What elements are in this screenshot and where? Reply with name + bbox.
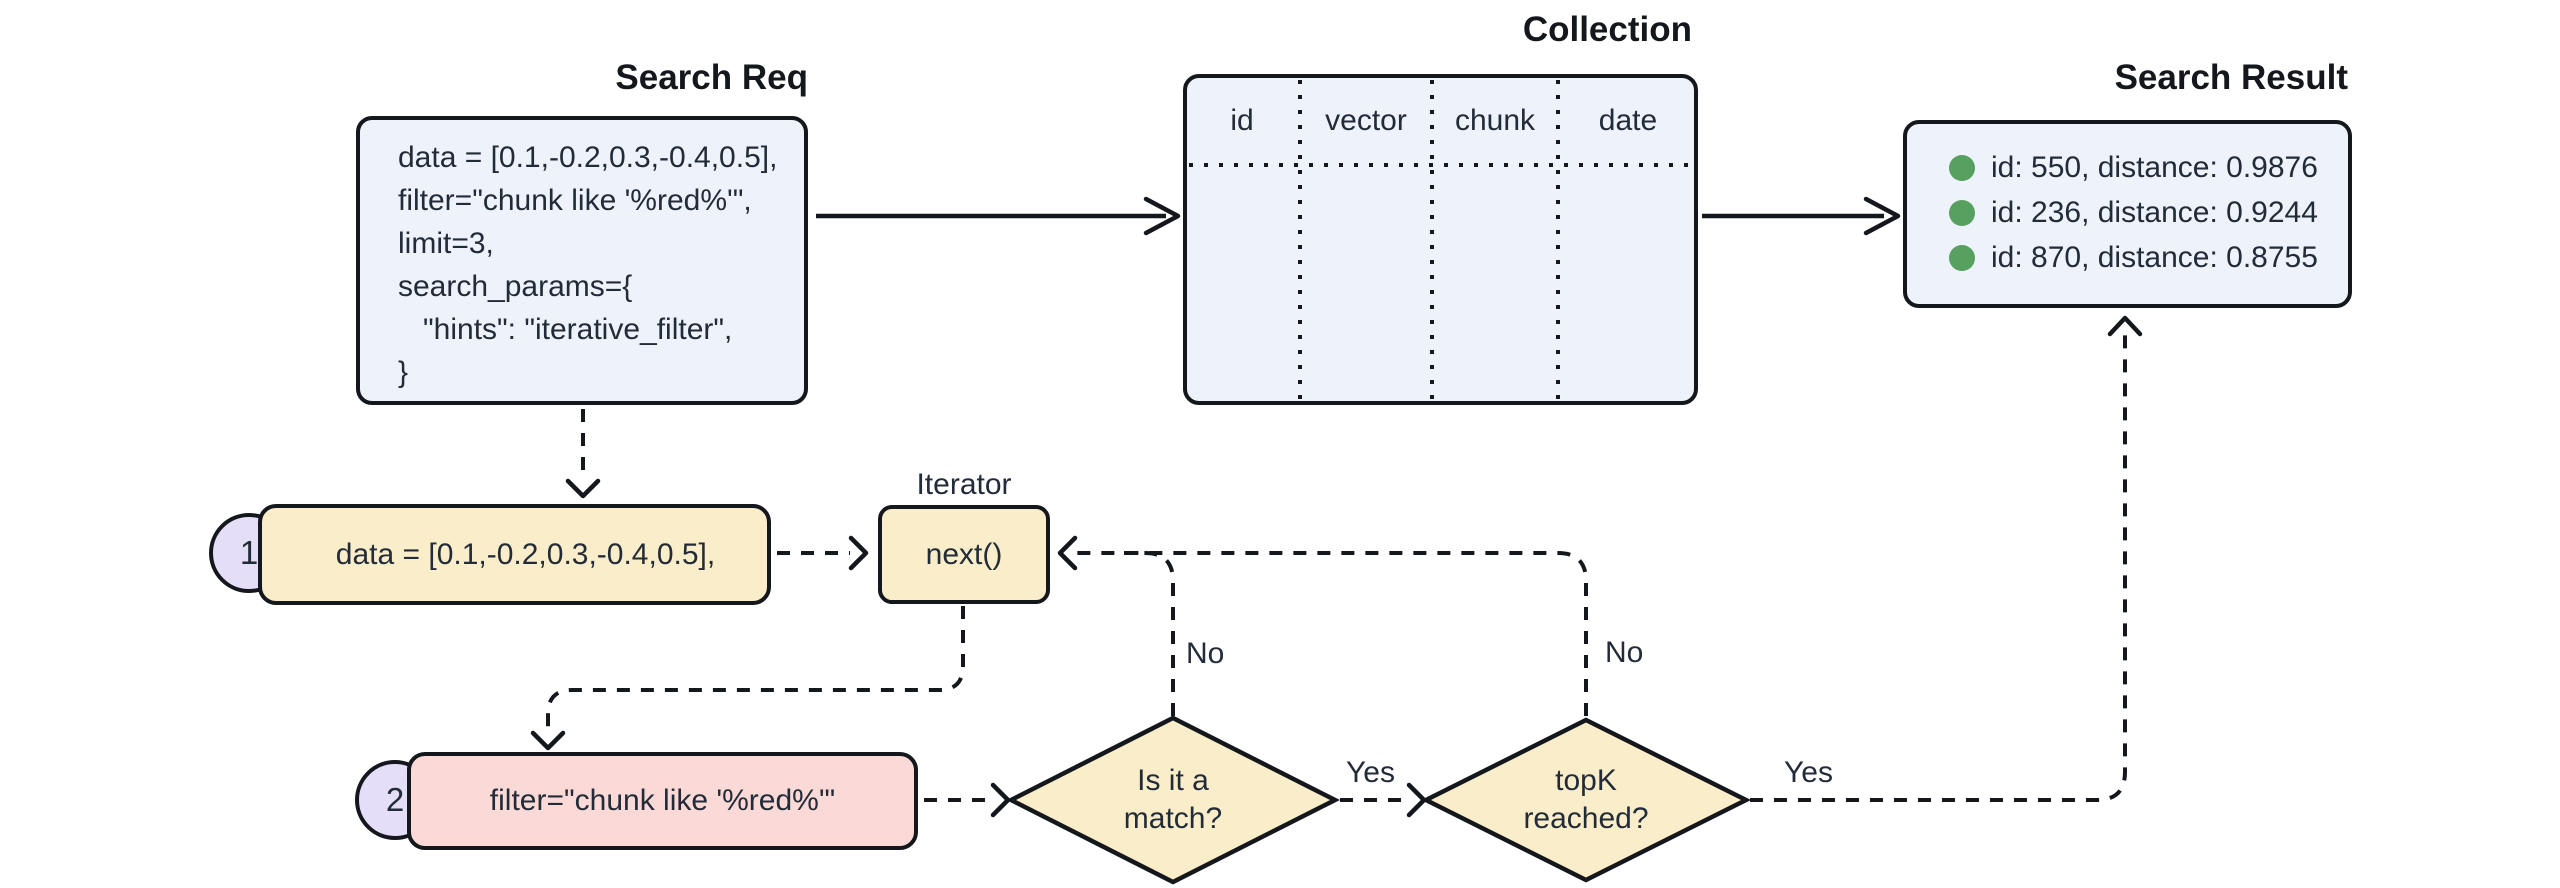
step1-text: data = [0.1,-0.2,0.3,-0.4,0.5], — [335, 537, 716, 571]
step2-badge-number: 2 — [385, 781, 405, 818]
arrowhead-step1 — [565, 478, 601, 499]
result-row: id: 236, distance: 0.9244 — [1907, 190, 2348, 235]
arrowhead-next-left — [848, 535, 869, 571]
collection-column-id: id — [1230, 104, 1254, 137]
diamond-is-it-a-match — [1006, 715, 1340, 885]
search-result-title: Search Result — [2114, 58, 2348, 97]
collection-column-date: date — [1598, 104, 1658, 137]
step2-text: filter="chunk like '%red%'" — [489, 784, 836, 817]
diamond-topk-reached — [1420, 717, 1752, 883]
collection-box — [1183, 74, 1698, 405]
result-row: id: 550, distance: 0.9876 — [1907, 145, 2348, 190]
result-text: id: 236, distance: 0.9244 — [1991, 195, 2318, 229]
topk-line1: topK — [1555, 764, 1617, 797]
no-label-2: No — [1605, 636, 1644, 669]
match-line1: Is it a — [1137, 764, 1209, 797]
result-row: id: 870, distance: 0.8755 — [1907, 235, 2348, 280]
green-bullet-icon — [1949, 154, 1975, 181]
step2-box: filter="chunk like '%red%'" — [407, 752, 918, 850]
green-bullet-icon — [1949, 199, 1975, 226]
arrowhead-collection — [1143, 196, 1181, 236]
result-text: id: 550, distance: 0.9876 — [1991, 150, 2318, 184]
green-bullet-icon — [1949, 244, 1975, 271]
search-req-title: Search Req — [615, 58, 808, 97]
code-line: } — [398, 356, 409, 389]
search-result-list: id: 550, distance: 0.9876 id: 236, dista… — [1907, 124, 2348, 280]
code-line: "hints": "iterative_filter", — [398, 313, 733, 346]
edge-topk-searchresult-yes — [1750, 334, 2127, 802]
arrowhead-searchresult-bottom — [2107, 315, 2143, 337]
edge-topk-next-no — [1074, 551, 1588, 716]
topk-diamond-label: topK reached? — [1486, 762, 1686, 838]
no-label-1: No — [1186, 637, 1225, 670]
match-line2: match? — [1123, 802, 1223, 835]
next-text: next() — [925, 537, 1003, 571]
collection-title: Collection — [1522, 10, 1692, 49]
step1-box: data = [0.1,-0.2,0.3,-0.4,0.5], — [258, 504, 771, 605]
next-box: next() — [878, 505, 1050, 604]
edge-match-no — [1124, 551, 1175, 716]
arrowhead-step2 — [530, 730, 566, 751]
search-req-code: data = [0.1,-0.2,0.3,-0.4,0.5], filter="… — [360, 120, 804, 394]
iterator-label: Iterator — [916, 468, 1012, 501]
collection-column-chunk: chunk — [1454, 104, 1536, 137]
collection-column-vector: vector — [1325, 104, 1407, 137]
yes-label-2: Yes — [1784, 756, 1833, 789]
result-text: id: 870, distance: 0.8755 — [1991, 240, 2318, 274]
search-result-box: id: 550, distance: 0.9876 id: 236, dista… — [1903, 120, 2352, 308]
match-diamond-label: Is it a match? — [1073, 762, 1273, 838]
search-req-box: data = [0.1,-0.2,0.3,-0.4,0.5], filter="… — [356, 116, 808, 405]
code-line: data = [0.1,-0.2,0.3,-0.4,0.5], — [398, 141, 778, 174]
topk-line2: reached? — [1523, 802, 1649, 835]
code-line: limit=3, — [398, 227, 494, 260]
code-line: filter="chunk like '%red%'", — [398, 184, 752, 217]
arrowhead-next-right — [1057, 535, 1078, 571]
step1-badge-number: 1 — [239, 534, 259, 571]
yes-label-1: Yes — [1346, 756, 1395, 789]
arrowhead-searchresult — [1863, 196, 1901, 236]
code-line: search_params={ — [398, 270, 633, 303]
